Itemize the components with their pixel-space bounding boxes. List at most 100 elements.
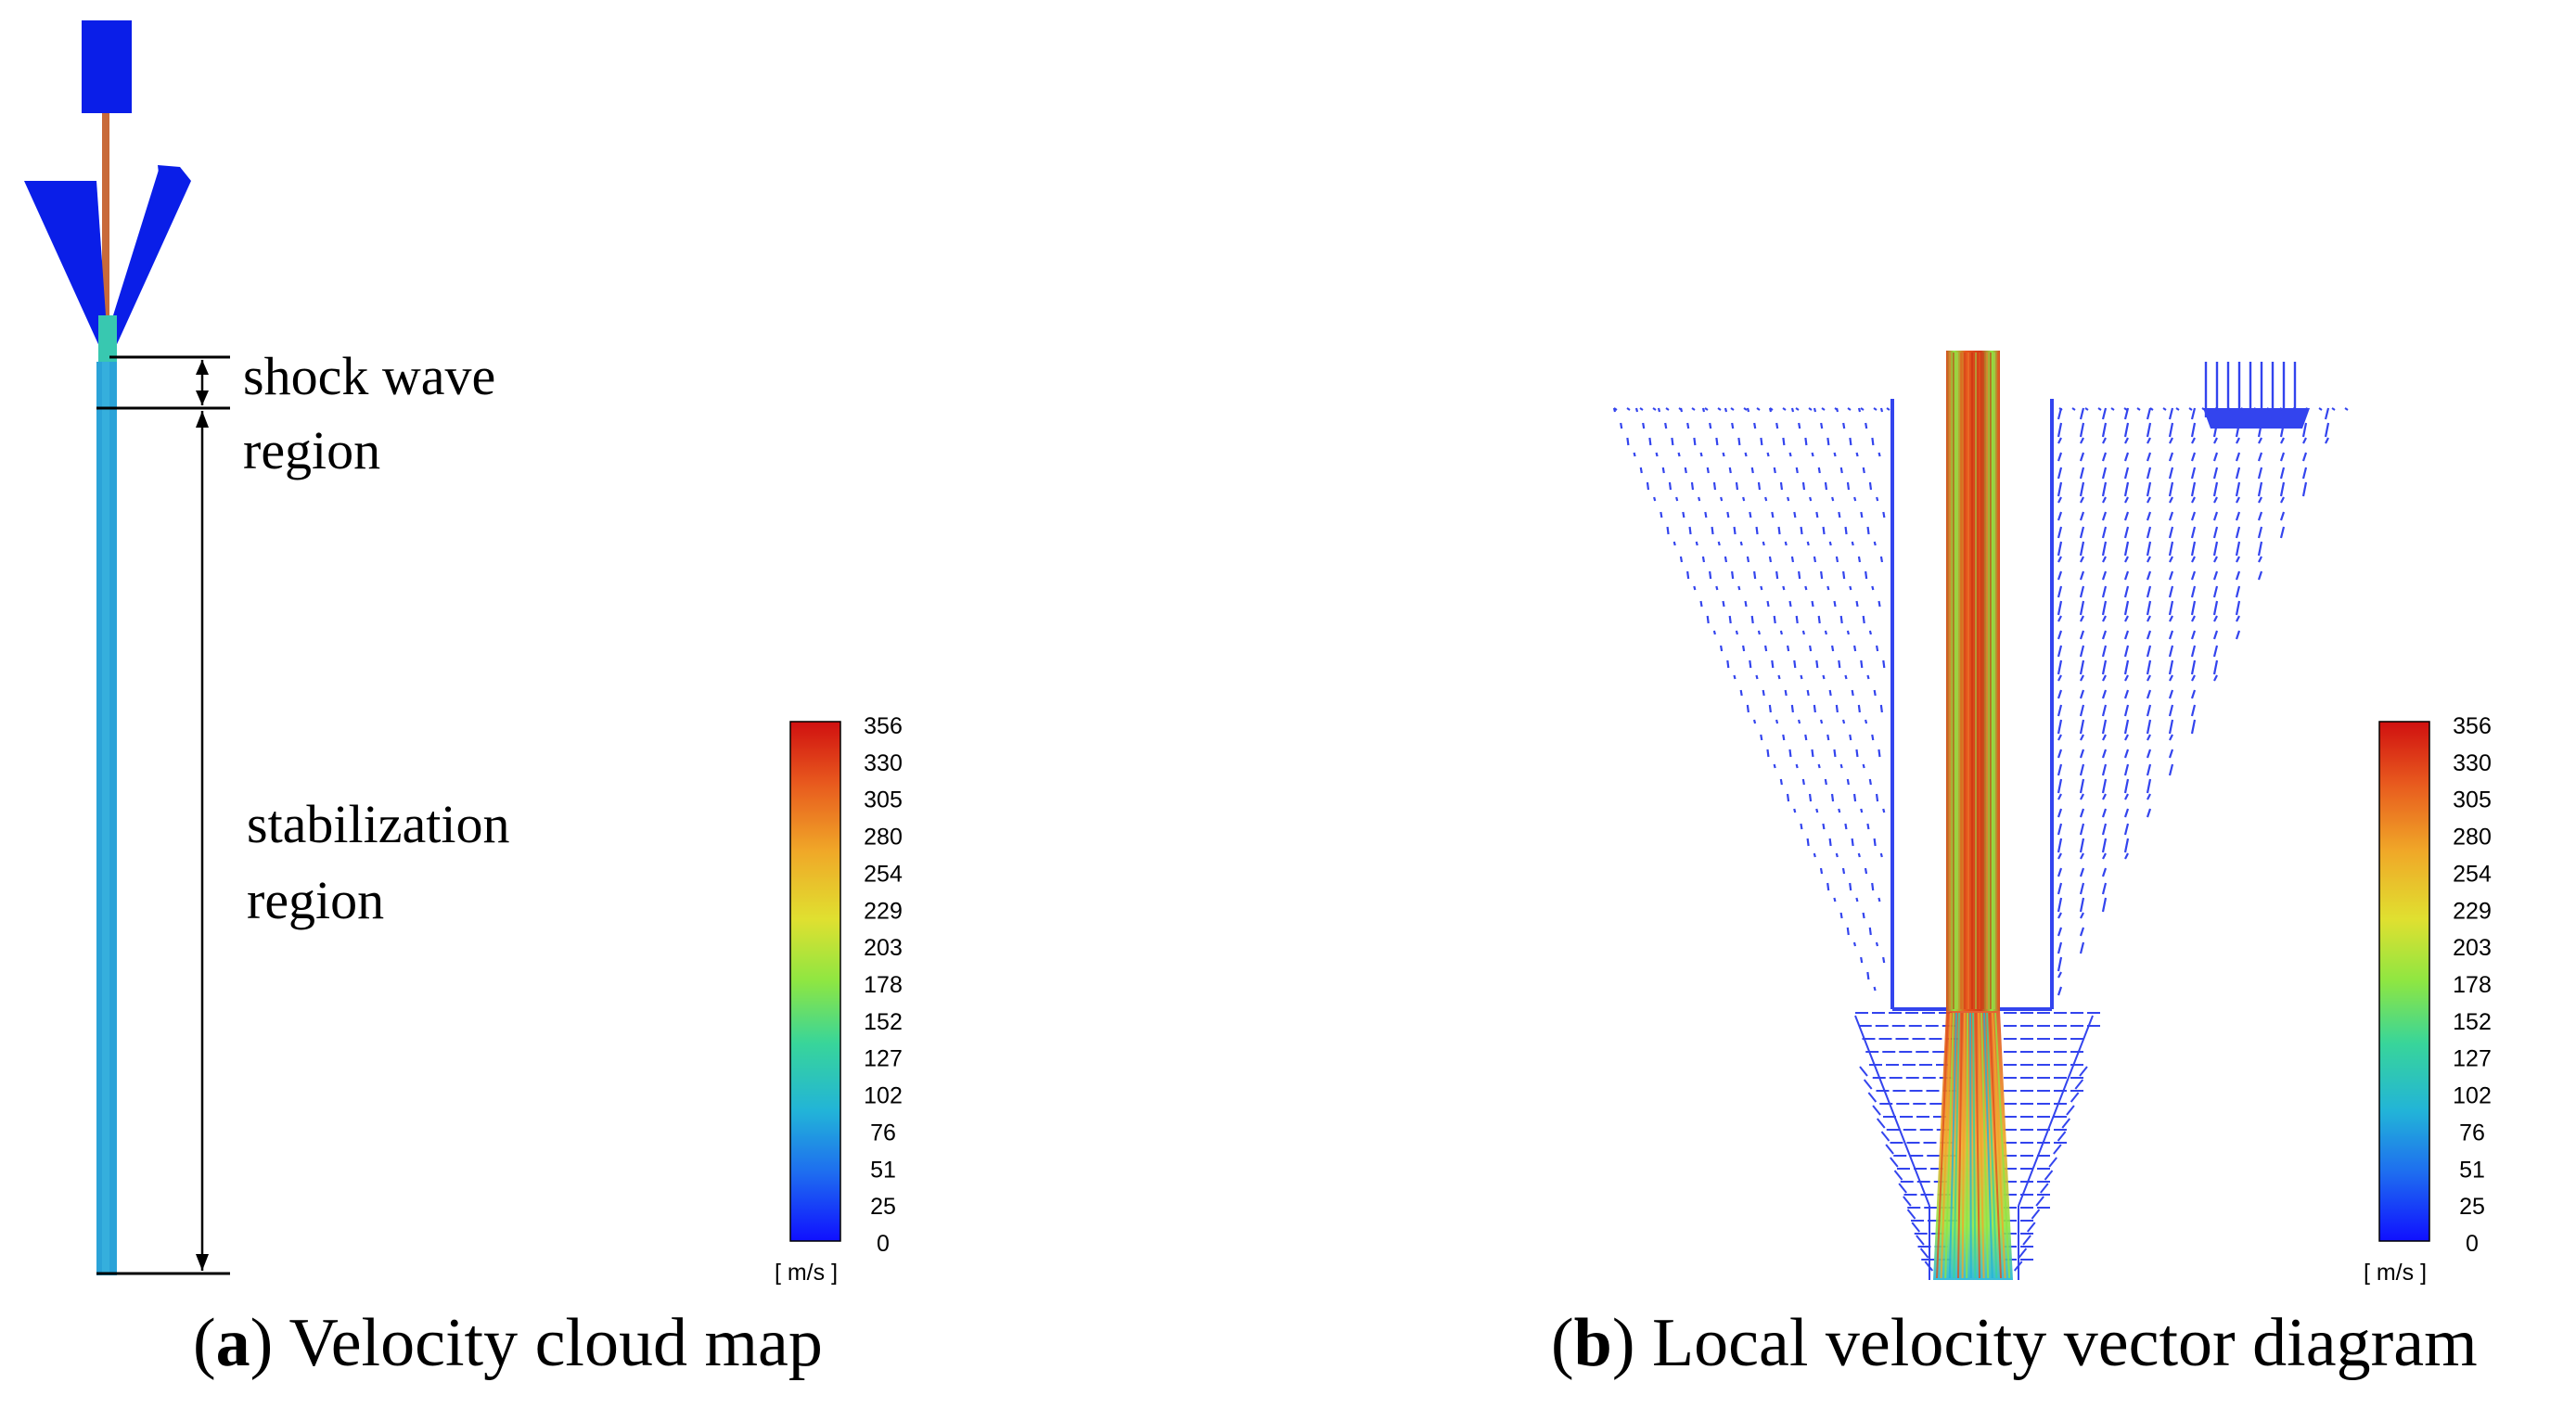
vector-mark xyxy=(2292,407,2297,411)
vector-mark xyxy=(1675,496,1679,502)
vector-mark xyxy=(2279,467,2286,480)
lower-streak xyxy=(1936,1012,1949,1279)
vector-mark xyxy=(2101,763,2108,776)
vector-mark xyxy=(2305,407,2310,411)
vector-mark xyxy=(2101,823,2108,836)
vector-mark xyxy=(1688,526,1692,535)
vector-mark xyxy=(1842,570,1846,580)
vector-mark xyxy=(2279,452,2286,462)
vector-mark xyxy=(2146,600,2152,616)
vector-mark xyxy=(1720,496,1724,502)
colorbar-a-tick-label: 127 xyxy=(864,1046,903,1072)
vector-mark xyxy=(2146,541,2152,557)
lower-streak xyxy=(1972,1012,1977,1279)
vector-mark xyxy=(1715,585,1719,591)
vector-mark xyxy=(1665,407,1670,411)
vector-mark xyxy=(2053,1144,2062,1155)
vector-mark xyxy=(1873,689,1877,697)
vector-mark xyxy=(2190,630,2197,640)
vector-mark xyxy=(1871,585,1875,591)
vector-mark xyxy=(1788,600,1792,608)
vector-mark xyxy=(1875,793,1879,802)
vector-mark xyxy=(2212,452,2219,462)
vector-mark xyxy=(1733,674,1737,680)
colorbar-b-tick-label: 330 xyxy=(2453,750,2492,776)
vector-mark xyxy=(1842,422,1846,429)
vector-mark xyxy=(1879,852,1883,858)
inlet-arrow-icon xyxy=(2203,408,2310,429)
vector-mark xyxy=(2071,407,2076,411)
colorbar-a-tick-label: 330 xyxy=(864,750,903,776)
lower-streak xyxy=(1980,1012,1990,1279)
vector-mark xyxy=(1782,734,1786,741)
vector-mark xyxy=(1830,793,1835,802)
vector-mark xyxy=(1873,407,1878,411)
arrow-head-icon xyxy=(196,360,209,375)
vector-mark xyxy=(2169,734,2173,741)
colorbar-a-tick-label: 305 xyxy=(864,787,903,813)
vector-mark xyxy=(1878,600,1881,608)
vector-mark xyxy=(1834,407,1839,411)
vector-mark xyxy=(2168,689,2174,699)
vector-mark xyxy=(1855,600,1859,608)
vector-mark xyxy=(2235,511,2241,521)
colorbar-a-tick-label: 178 xyxy=(864,972,903,998)
vector-mark xyxy=(2031,1209,2041,1220)
vector-mark xyxy=(2191,437,2196,444)
vector-mark xyxy=(1826,585,1830,591)
vector-mark xyxy=(2258,496,2262,504)
vector-mark xyxy=(1868,481,1873,491)
vector-mark xyxy=(2079,719,2085,735)
vector-mark xyxy=(2168,541,2174,557)
vector-mark xyxy=(2079,897,2085,913)
vector-mark xyxy=(2123,659,2130,675)
vector-mark xyxy=(2123,585,2130,598)
vector-mark xyxy=(2079,645,2085,658)
vector-mark xyxy=(1862,467,1865,474)
vector-mark xyxy=(1768,704,1772,713)
vector-mark xyxy=(2318,407,2323,411)
vector-mark xyxy=(2266,407,2271,411)
vector-mark xyxy=(1753,570,1757,580)
vector-mark xyxy=(2057,674,2062,682)
vector-mark xyxy=(1846,481,1851,491)
vector-mark xyxy=(2324,407,2330,420)
vector-mark xyxy=(1777,526,1781,535)
vector-mark xyxy=(1730,407,1735,411)
vector-mark xyxy=(1835,852,1839,858)
vector-mark xyxy=(2079,867,2085,877)
vector-mark xyxy=(1699,600,1703,608)
colorbar-a: 3563303052802542292031781521271027651250… xyxy=(775,713,903,1286)
colorbar-b-tick-label: 0 xyxy=(2466,1231,2479,1257)
colorbar-b-tick-label: 280 xyxy=(2453,825,2492,851)
vector-mark xyxy=(1855,897,1859,902)
vector-mark xyxy=(1851,541,1854,546)
vector-mark xyxy=(1841,867,1846,875)
vector-mark xyxy=(2101,526,2108,539)
vector-mark xyxy=(2057,986,2063,996)
vector-mark xyxy=(1746,704,1749,713)
vector-mark xyxy=(1775,719,1779,724)
vector-mark xyxy=(1677,452,1681,457)
vector-mark xyxy=(1633,452,1636,457)
vector-mark xyxy=(1755,674,1759,680)
vector-mark xyxy=(2201,407,2206,411)
lower-streak xyxy=(1986,1012,1998,1279)
colorbar-b-tick-label: 127 xyxy=(2453,1046,2492,1072)
shock-label-line2: region xyxy=(243,420,380,480)
colorbar-a-unit: [ m/s ] xyxy=(775,1260,838,1286)
vector-mark xyxy=(2079,763,2085,776)
vector-mark xyxy=(1642,422,1646,429)
vector-mark xyxy=(2057,838,2063,853)
vector-mark xyxy=(2258,437,2262,444)
vector-mark xyxy=(2169,556,2173,563)
vector-mark xyxy=(1809,496,1813,502)
vector-mark xyxy=(2168,570,2174,581)
vector-mark xyxy=(1678,407,1683,411)
vector-mark xyxy=(2324,422,2330,438)
vector-mark xyxy=(1760,437,1763,446)
vector-mark xyxy=(2123,823,2130,836)
vector-mark xyxy=(1885,1144,1894,1155)
vector-mark xyxy=(2102,437,2107,444)
vector-mark xyxy=(1795,407,1800,411)
